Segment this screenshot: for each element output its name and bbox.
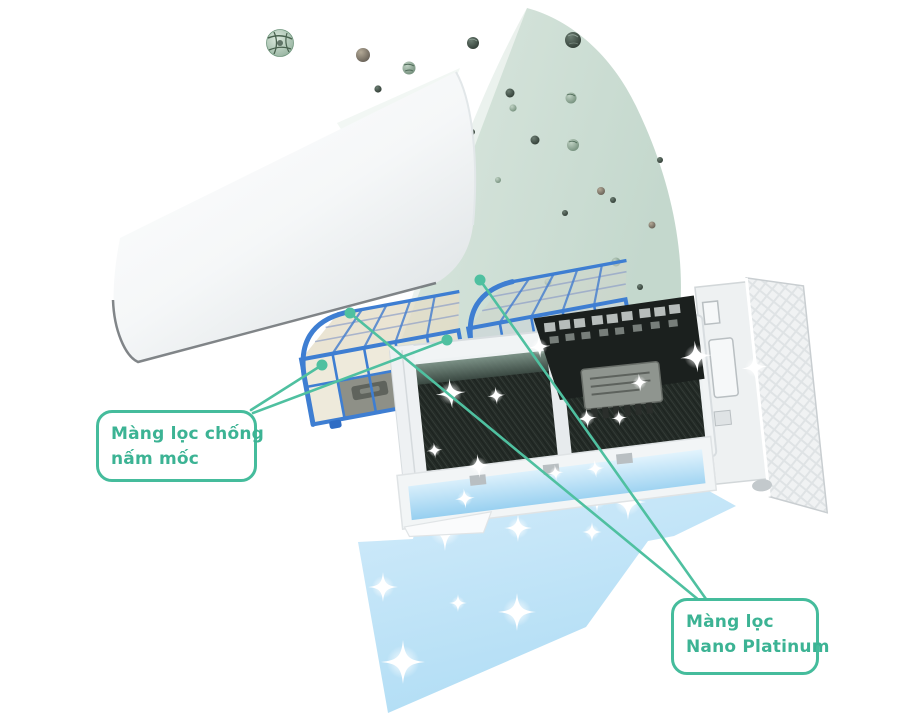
nano-platinum-label-line1: Màng lọc [686, 612, 774, 632]
anti-mold-label-line2: nấm mốc [111, 448, 200, 469]
callout-anti-mold-filter: Màng lọc chống nấm mốc [96, 410, 265, 482]
front-panel [111, 68, 477, 364]
dust-particles [266, 29, 663, 338]
airflow-arrow [358, 484, 736, 713]
pollen-particle-icon [266, 29, 294, 57]
control-box [533, 295, 705, 420]
anti-mold-label-line1: Màng lọc chống [111, 424, 265, 444]
nano-platinum-label-line2: Nano Platinum [686, 636, 830, 657]
indoor-unit [389, 276, 829, 538]
callout-lines [249, 274, 708, 603]
callout-nano-platinum-filter: Màng lọc Nano Platinum [671, 598, 830, 675]
